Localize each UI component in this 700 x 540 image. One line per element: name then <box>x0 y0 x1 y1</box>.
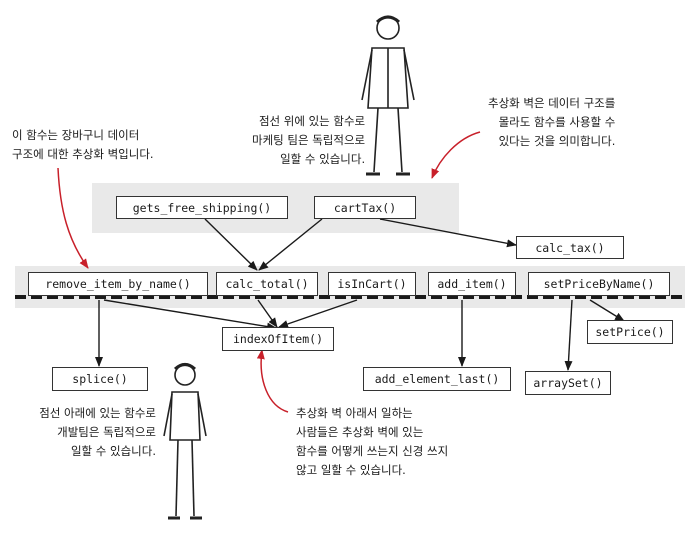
person-icon-bottom <box>163 363 207 520</box>
note-line: 점선 위에 있는 함수로 <box>258 114 366 128</box>
note-line: 추상화 벽은 데이터 구조를 <box>488 96 616 110</box>
fn-add-item: add_item() <box>428 272 516 296</box>
arrow-setprice-by-name-to-arrayset <box>564 299 573 371</box>
callout-arrow-top-right <box>431 131 481 179</box>
arrow-setprice-by-name-to-setprice <box>589 299 625 322</box>
note-marketing-team: 점선 위에 있는 함수로 마케팅 팀은 독립적으로 일할 수 있습니다. <box>252 112 365 169</box>
note-line: 점선 아래에 있는 함수로 <box>39 406 156 420</box>
note-line: 않고 일할 수 있습니다. <box>296 463 406 477</box>
arrow-free-shipping-to-calc-total <box>204 218 258 271</box>
fn-array-set: arraySet() <box>525 371 611 395</box>
arrow-isincart-to-index <box>278 299 358 328</box>
note-dev-team: 점선 아래에 있는 함수로 개발팀은 독립적으로 일할 수 있습니다. <box>14 404 156 461</box>
fn-splice: splice() <box>52 367 148 391</box>
fn-add-element-last: add_element_last() <box>363 367 511 391</box>
callout-arrow-top-left <box>57 167 89 269</box>
fn-remove-item-by-name: remove_item_by_name() <box>28 272 208 296</box>
note-cart-abstraction-barrier: 이 함수는 장바구니 데이터 구조에 대한 추상화 벽입니다. <box>12 126 154 164</box>
fn-cart-tax: cartTax() <box>314 196 416 219</box>
person-icon-top <box>361 15 415 176</box>
fn-set-price-by-name: setPriceByName() <box>528 272 670 296</box>
fn-set-price: setPrice() <box>587 320 673 344</box>
note-line: 사람들은 추상화 벽에 있는 <box>296 425 424 439</box>
fn-calc-total: calc_total() <box>216 272 318 296</box>
note-below-barrier: 추상화 벽 아래서 일하는 사람들은 추상화 벽에 있는 함수를 어떻게 쓰는지… <box>296 404 448 480</box>
arrow-calc-total-to-index <box>257 299 278 328</box>
fn-is-in-cart: isInCart() <box>328 272 416 296</box>
arrow-remove-item-to-index <box>103 299 277 331</box>
note-line: 함수를 어떻게 쓰는지 신경 쓰지 <box>296 444 449 458</box>
arrow-carttax-to-calc-tax <box>379 218 517 248</box>
arrow-carttax-to-calc-total <box>258 218 323 271</box>
fn-index-of-item: indexOfItem() <box>222 327 334 351</box>
note-line: 마케팅 팀은 독립적으로 <box>252 133 366 147</box>
note-line: 이 함수는 장바구니 데이터 <box>12 128 140 142</box>
note-line: 추상화 벽 아래서 일하는 <box>296 406 413 420</box>
callout-arrow-bottom-center <box>256 349 289 413</box>
note-line: 몰라도 함수를 사용할 수 <box>498 115 616 129</box>
note-line: 있다는 것을 의미합니다. <box>498 134 616 148</box>
note-line: 일할 수 있습니다. <box>280 152 366 166</box>
note-abstraction-meaning: 추상화 벽은 데이터 구조를 몰라도 함수를 사용할 수 있다는 것을 의미합니… <box>488 94 615 151</box>
fn-calc-tax: calc_tax() <box>516 236 624 259</box>
note-line: 구조에 대한 추상화 벽입니다. <box>12 147 154 161</box>
note-line: 개발팀은 독립적으로 <box>57 425 156 439</box>
note-line: 일할 수 있습니다. <box>70 444 156 458</box>
fn-gets-free-shipping: gets_free_shipping() <box>116 196 288 219</box>
